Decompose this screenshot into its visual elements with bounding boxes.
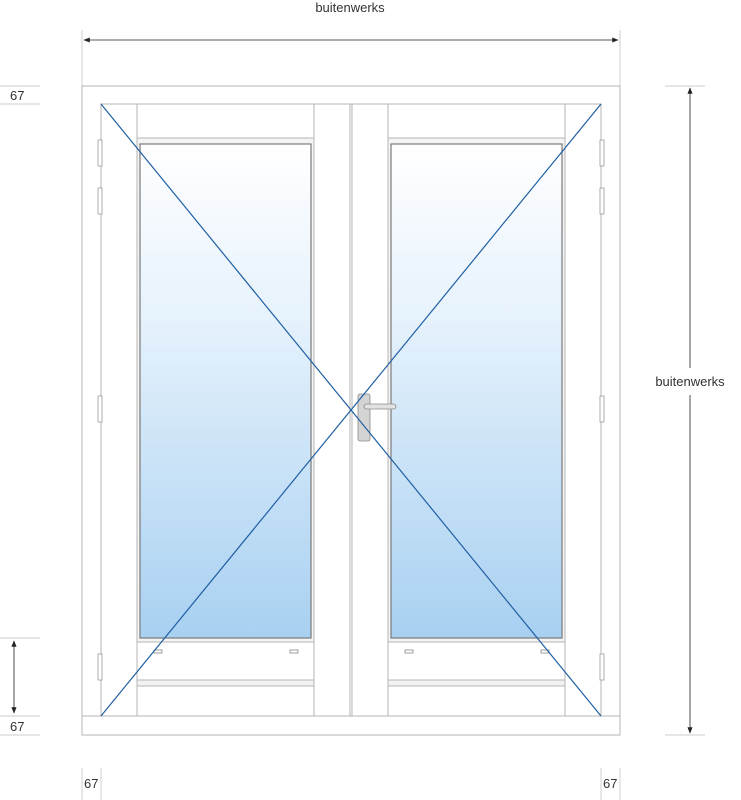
right-drain-slot-1: [404, 649, 414, 654]
height-dimension-label: buitenwerks: [655, 374, 725, 389]
right-stile-dimension-label: 67: [603, 776, 617, 791]
right-door-sash: [351, 103, 602, 717]
left-glass-pane: [139, 143, 312, 639]
bottom-frame-dimensions: 67 67: [81, 768, 621, 800]
left-bottom-rail: [136, 679, 315, 687]
right-sash-diagonal-2: [350, 409, 602, 717]
hinge-icon: [599, 653, 605, 681]
hinges: [97, 139, 605, 681]
hinge-icon: [599, 187, 605, 215]
left-drain-slot-2: [289, 649, 299, 654]
width-dimension-label: buitenwerks: [315, 0, 385, 15]
left-stile-dimension-label: 67: [84, 776, 98, 791]
left-sash-diagonal-1: [100, 103, 352, 411]
handle-lever: [363, 403, 397, 410]
left-frame-dimensions: 67 67: [0, 85, 40, 736]
hinge-icon: [97, 187, 103, 215]
width-dimension: buitenwerks: [81, 0, 621, 86]
top-frame-dimension-label: 67: [10, 88, 24, 103]
left-sash-diagonal-2: [100, 409, 352, 717]
height-dimension: buitenwerks: [655, 85, 725, 736]
right-sash-diagonal-1: [350, 103, 602, 411]
hinge-icon: [599, 395, 605, 423]
bottom-frame-dimension-label-left: 67: [10, 719, 24, 734]
right-bottom-rail: [387, 679, 566, 687]
right-glass-pane: [390, 143, 563, 639]
hinge-icon: [97, 653, 103, 681]
handle-backplate: [357, 393, 371, 442]
hinge-icon: [97, 139, 103, 167]
left-door-sash: [100, 103, 351, 717]
hinge-icon: [599, 139, 605, 167]
opening-direction-lines: [100, 103, 602, 717]
hinge-icon: [97, 395, 103, 423]
